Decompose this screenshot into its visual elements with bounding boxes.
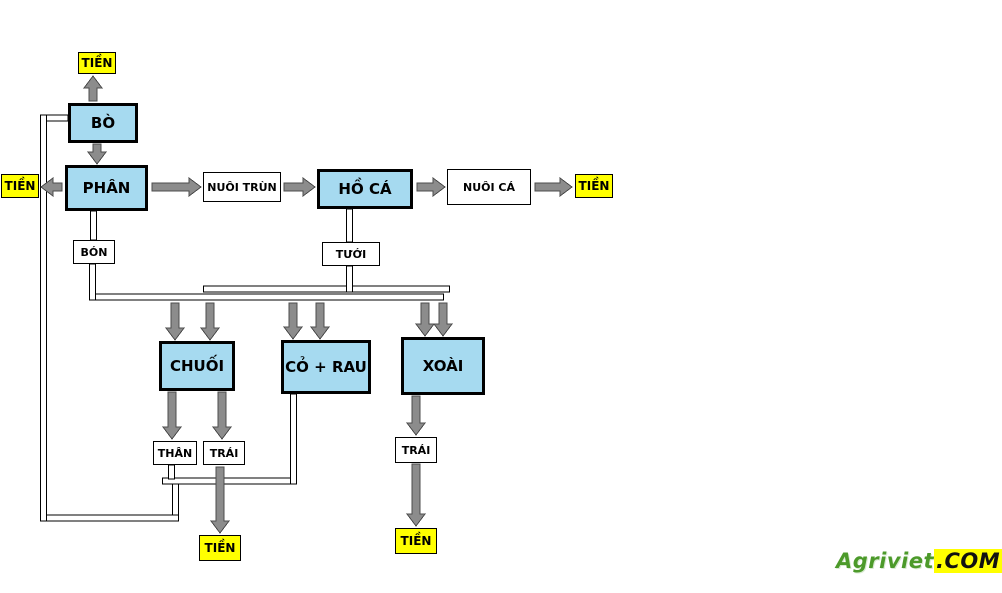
- arrow-bo-to-tien-top: [83, 75, 103, 102]
- arrow-bus-to-corau-2: [310, 302, 330, 340]
- arrow-nuoitrun-to-hoca: [283, 177, 316, 197]
- pipe-feedback-left-vertical: [40, 114, 47, 522]
- arrow-bo-to-phan: [87, 143, 107, 165]
- node-trunk: THÂN: [153, 441, 197, 465]
- node-money-mango: TIỀN: [395, 528, 437, 554]
- pipe-tuoi-drop: [346, 265, 353, 293]
- arrow-xoai-to-trai: [406, 395, 426, 436]
- node-raise-fish: NUÔI CÁ: [447, 169, 531, 205]
- pipe-feedback-bottom-horizontal: [40, 514, 179, 522]
- pipe-phan-to-bon: [90, 210, 97, 241]
- arrow-bus-to-chuoi-2: [200, 302, 220, 341]
- arrow-bus-to-corau-1: [283, 302, 303, 340]
- node-grass-vegetables: CỎ + RAU: [281, 340, 371, 394]
- arrow-chuoi-to-than: [162, 391, 182, 440]
- arrow-bus-to-xoai-1: [415, 302, 435, 337]
- node-money-top: TIỀN: [78, 52, 116, 74]
- pipe-feedback-mid-horizontal: [162, 477, 297, 485]
- node-banana: CHUỐI: [159, 341, 235, 391]
- pipe-hoca-to-tuoi: [346, 208, 353, 243]
- node-raise-worms: NUÔI TRÙN: [203, 172, 281, 202]
- arrow-nuoica-to-tien-right: [534, 177, 573, 197]
- watermark-suffix: .COM: [934, 549, 1002, 573]
- node-mango: XOÀI: [401, 337, 485, 395]
- arrow-bus-to-chuoi-1: [165, 302, 185, 341]
- pipe-corau-drop: [290, 393, 297, 485]
- node-fish-pond: HỒ CÁ: [317, 169, 413, 209]
- node-water: TƯỚI: [322, 242, 380, 266]
- arrow-phan-to-nuoitrun: [151, 177, 202, 197]
- arrow-bus-to-xoai-2: [433, 302, 453, 337]
- pipe-than-stub: [168, 464, 175, 480]
- node-cow: BÒ: [68, 103, 138, 143]
- arrow-phan-to-tien-left: [40, 177, 63, 197]
- arrow-trai-chuoi-to-tien: [210, 466, 230, 534]
- node-money-left: TIỀN: [1, 174, 39, 198]
- node-fertilize: BÓN: [73, 240, 115, 264]
- pipe-tuoi-bus: [203, 285, 450, 293]
- node-banana-fruit: TRÁI: [203, 441, 245, 465]
- arrow-hoca-to-nuoica: [416, 177, 446, 197]
- node-money-banana: TIỀN: [199, 535, 241, 561]
- watermark: Agriviet.COM: [836, 549, 1002, 573]
- arrow-chuoi-to-trai: [212, 391, 232, 440]
- node-mango-fruit: TRÁI: [395, 437, 437, 463]
- pipe-bon-bus: [89, 293, 444, 301]
- watermark-brand: Agriviet: [836, 549, 935, 573]
- pipe-bon-drop: [89, 263, 96, 301]
- node-money-right: TIỀN: [575, 174, 613, 198]
- node-manure: PHÂN: [65, 165, 148, 211]
- pipe-feedback-bo-stub: [45, 114, 69, 122]
- arrow-trai-xoai-to-tien: [406, 463, 426, 527]
